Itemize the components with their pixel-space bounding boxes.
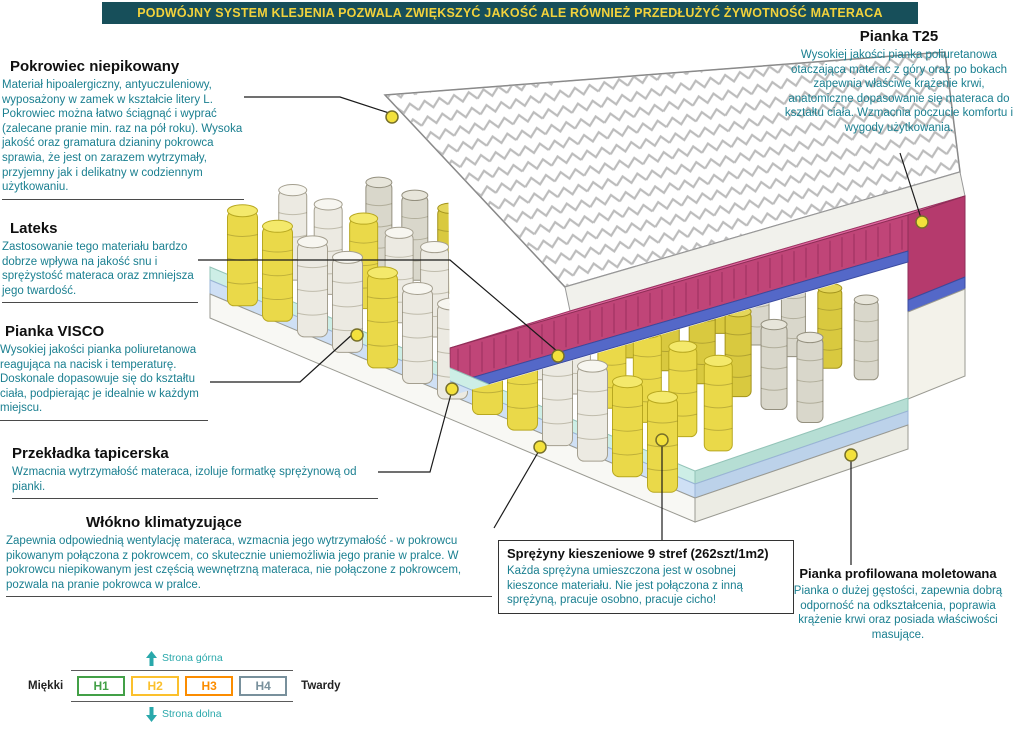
annotation-lines xyxy=(198,96,922,565)
pink-foam-layer xyxy=(449,195,966,400)
pokrowiec-body: Materiał hipoalergiczny, antyuczuleniowy… xyxy=(2,79,243,194)
sprezyny-body: Każda sprężyna umieszczona jest w osobne… xyxy=(507,565,743,607)
annotation-pianka-t25: Pianka T25 Wysokiej jakości pianka poliu… xyxy=(780,28,1018,136)
sprezyny-title: Sprężyny kieszeniowe 9 stref (262szt/1m2… xyxy=(507,546,769,561)
lateks-body: Zastosowanie tego materiału bardzo dobrz… xyxy=(2,241,194,297)
arrow-up-icon xyxy=(146,650,157,666)
hardness-level-H4: H4 xyxy=(239,676,288,696)
scale-hard-label: Twardy xyxy=(301,680,341,692)
annotation-sprezyny: Sprężyny kieszeniowe 9 stref (262szt/1m2… xyxy=(498,540,794,614)
mattress-cover-layer xyxy=(383,51,966,312)
annotation-przekladka: Przekładka tapicerska Wzmacnia wytrzymał… xyxy=(12,445,378,500)
annotation-profilowana: Pianka profilowana moletowana Pianka o d… xyxy=(778,566,1018,642)
top-banner: PODWÓJNY SYSTEM KLEJENIA POZWALA ZWIĘKSZ… xyxy=(102,2,918,24)
annotation-pianka-visco: Pianka VISCO Wysokiej jakości pianka pol… xyxy=(0,323,208,421)
hardness-level-H2: H2 xyxy=(131,676,180,696)
scale-top-direction: Strona górna xyxy=(146,650,341,666)
wlokno-title: Włókno klimatyzujące xyxy=(86,514,242,531)
annotation-wlokno: Włókno klimatyzujące Zapewnia odpowiedni… xyxy=(6,514,492,598)
visco-body: Wysokiej jakości pianka poliuretanowa re… xyxy=(0,344,199,415)
scale-soft-label: Miękki xyxy=(28,680,64,692)
przekladka-body: Wzmacnia wytrzymałość materaca, izoluje … xyxy=(12,466,357,493)
t25-title: Pianka T25 xyxy=(859,28,939,45)
t25-body: Wysokiej jakości pianka poliuretanowa ot… xyxy=(784,49,1014,134)
scale-bottom-label: Strona dolna xyxy=(162,708,222,720)
annotation-lateks: Lateks Zastosowanie tego materiału bardz… xyxy=(2,220,198,304)
annotation-markers xyxy=(350,110,929,462)
scale-top-label: Strona górna xyxy=(162,652,223,664)
pokrowiec-title: Pokrowiec niepikowany xyxy=(10,58,180,75)
profilowana-body: Pianka o dużej gęstości, zapewnia dobrą … xyxy=(793,585,1003,641)
lateks-title: Lateks xyxy=(10,220,58,237)
visco-title: Pianka VISCO xyxy=(5,323,105,340)
wlokno-body: Zapewnia odpowiednią wentylację materaca… xyxy=(6,535,462,591)
hardness-level-H3: H3 xyxy=(185,676,234,696)
hardness-level-H1: H1 xyxy=(77,676,126,696)
profilowana-title: Pianka profilowana moletowana xyxy=(799,566,997,581)
annotation-pokrowiec: Pokrowiec niepikowany Materiał hipoalerg… xyxy=(2,58,244,200)
przekladka-title: Przekładka tapicerska xyxy=(12,445,169,462)
arrow-down-icon xyxy=(146,706,157,722)
scale-bottom-direction: Strona dolna xyxy=(146,706,341,722)
bottom-layers xyxy=(209,266,909,523)
